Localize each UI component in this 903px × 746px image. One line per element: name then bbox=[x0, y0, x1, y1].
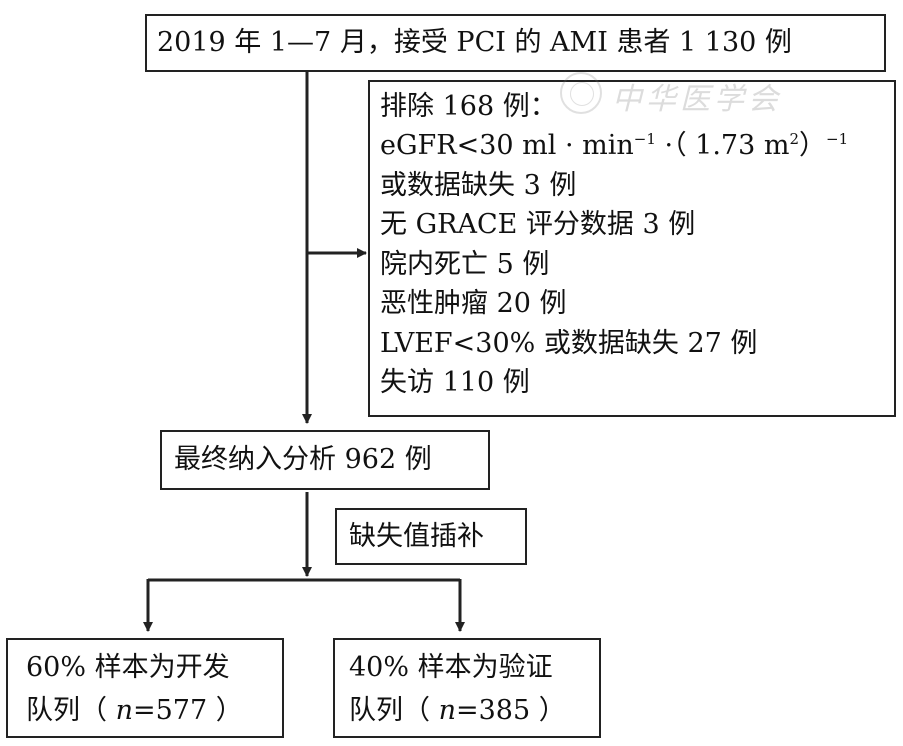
exclusion-title: 排除 168 例： bbox=[380, 91, 557, 122]
validation-line2: 队列（ n=385 ） bbox=[349, 695, 566, 726]
final-analysis-text: 最终纳入分析 962 例 bbox=[174, 444, 432, 475]
watermark-seal-icon bbox=[560, 72, 602, 114]
enrolled-box: 2019 年 1—7 月，接受 PCI 的 AMI 患者 1 130 例 bbox=[145, 14, 886, 72]
imputation-text: 缺失值插补 bbox=[349, 521, 484, 552]
exclusion-no-grace: 无 GRACE 评分数据 3 例 bbox=[380, 209, 696, 240]
development-cohort-box: 60% 样本为开发 队列（ n=577 ） bbox=[6, 638, 284, 738]
exclusion-egfr-missing: 或数据缺失 3 例 bbox=[380, 170, 577, 201]
validation-cohort-box: 40% 样本为验证 队列（ n=385 ） bbox=[333, 638, 601, 738]
watermark: 中华医学会 bbox=[560, 68, 860, 118]
imputation-box: 缺失值插补 bbox=[335, 508, 527, 565]
exclusion-malignant-tumor: 恶性肿瘤 20 例 bbox=[380, 288, 567, 319]
validation-line1: 40% 样本为验证 bbox=[349, 652, 553, 683]
enrolled-text: 2019 年 1—7 月，接受 PCI 的 AMI 患者 1 130 例 bbox=[157, 27, 792, 58]
development-line1: 60% 样本为开发 bbox=[26, 652, 230, 683]
exclusion-box: 排除 168 例： eGFR<30 ml · min−1 ·（ 1.73 m2）… bbox=[368, 80, 896, 417]
exclusion-lvef: LVEF<30% 或数据缺失 27 例 bbox=[380, 328, 758, 359]
exclusion-in-hospital-death: 院内死亡 5 例 bbox=[380, 249, 550, 280]
exclusion-egfr-criterion: eGFR<30 ml · min−1 ·（ 1.73 m2）−1 bbox=[380, 130, 849, 161]
watermark-text: 中华医学会 bbox=[612, 82, 782, 117]
exclusion-lost-followup: 失访 110 例 bbox=[380, 367, 530, 398]
final-analysis-box: 最终纳入分析 962 例 bbox=[160, 430, 490, 490]
development-line2: 队列（ n=577 ） bbox=[26, 695, 243, 726]
